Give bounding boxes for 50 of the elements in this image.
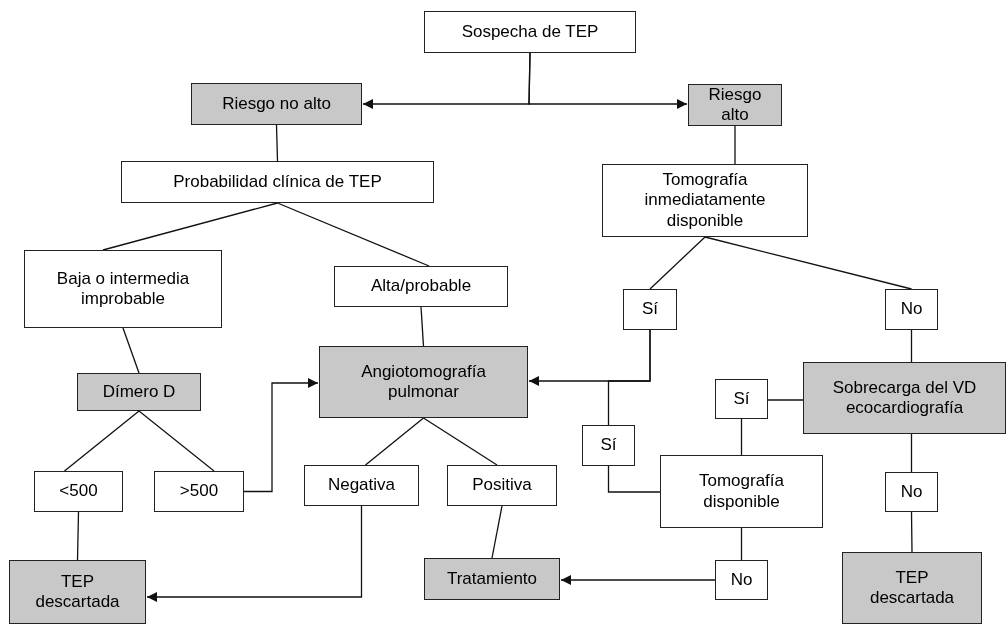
connector-line bbox=[734, 125, 736, 165]
process-box: Tomografía inmediatamente disponible bbox=[602, 164, 808, 237]
highlighted-box: Dímero D bbox=[77, 373, 201, 411]
connector-line bbox=[63, 410, 140, 472]
process-box: No bbox=[885, 472, 938, 512]
highlighted-box: Riesgo alto bbox=[688, 84, 782, 126]
arrow bbox=[146, 505, 363, 602]
connector-line bbox=[767, 399, 804, 401]
connector-line bbox=[364, 417, 425, 466]
highlighted-box: TEP descartada bbox=[9, 560, 146, 624]
highlighted-box: Riesgo no alto bbox=[191, 83, 362, 125]
process-box: Alta/probable bbox=[334, 266, 508, 307]
highlighted-box: Sobrecarga del VD ecocardiografía bbox=[803, 362, 1006, 434]
highlighted-box: TEP descartada bbox=[842, 552, 982, 624]
arrow bbox=[560, 575, 716, 585]
arrow bbox=[528, 52, 688, 109]
arrow bbox=[243, 378, 319, 493]
process-box: Tomografía disponible bbox=[660, 455, 823, 528]
connector-line bbox=[275, 124, 279, 162]
process-box: Probabilidad clínica de TEP bbox=[121, 161, 434, 203]
connector-line bbox=[422, 417, 498, 466]
connector-line bbox=[122, 327, 140, 374]
process-box: >500 bbox=[154, 471, 244, 512]
process-box: No bbox=[885, 289, 938, 330]
connector-line bbox=[491, 505, 503, 559]
highlighted-box: Tratamiento bbox=[424, 558, 560, 600]
process-box: <500 bbox=[34, 471, 123, 512]
connector-line bbox=[740, 418, 743, 456]
connector-line bbox=[607, 465, 661, 493]
process-box: Positiva bbox=[447, 465, 557, 506]
process-box: Baja o intermedia improbable bbox=[24, 250, 222, 328]
connector-line bbox=[649, 236, 706, 290]
connector-line bbox=[910, 329, 913, 363]
highlighted-box: Angiotomografía pulmonar bbox=[319, 346, 528, 418]
connector-line bbox=[102, 202, 279, 251]
connector-line bbox=[740, 527, 743, 561]
connector-line bbox=[76, 511, 80, 561]
connector-line bbox=[276, 202, 430, 267]
connector-line bbox=[910, 511, 913, 553]
process-box: Sí bbox=[715, 379, 768, 419]
process-box: Sí bbox=[582, 425, 635, 466]
connector-line bbox=[607, 329, 651, 426]
connector-line bbox=[910, 433, 913, 473]
connector-line bbox=[704, 236, 913, 290]
connector-line bbox=[420, 306, 425, 347]
process-box: Sí bbox=[623, 289, 677, 330]
process-box: Sospecha de TEP bbox=[424, 11, 636, 53]
process-box: Negativa bbox=[304, 465, 419, 506]
connector-line bbox=[138, 410, 215, 472]
process-box: No bbox=[715, 560, 768, 600]
